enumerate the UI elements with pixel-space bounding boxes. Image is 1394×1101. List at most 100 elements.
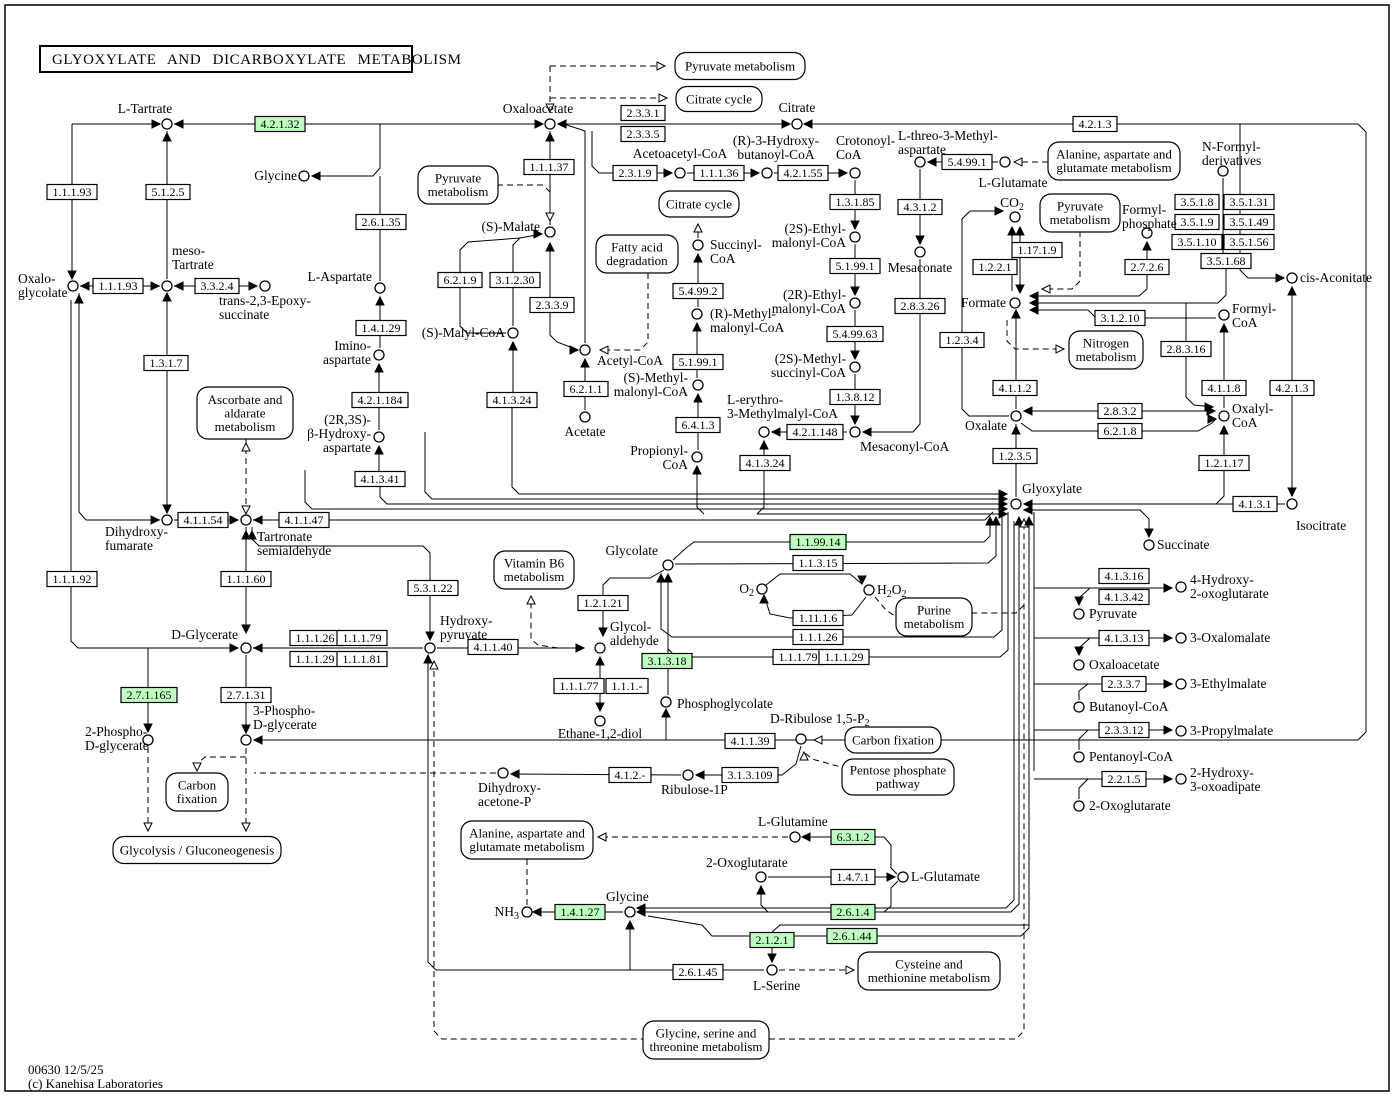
enzyme-box-1.3.8.12[interactable]	[829, 388, 881, 406]
pathway-link-citrate-cycle[interactable]	[675, 85, 763, 113]
metabolite-node-acetoacetyl-coa[interactable]	[674, 167, 686, 179]
metabolite-node-mesaconyl-coa[interactable]	[849, 426, 861, 438]
enzyme-box-3.5.1.49[interactable]	[1223, 213, 1275, 231]
enzyme-box-3.5.1.56[interactable]	[1223, 233, 1275, 251]
metabolite-node--s-malate[interactable]	[544, 226, 556, 238]
enzyme-box-3.5.1.31[interactable]	[1223, 193, 1275, 211]
enzyme-box-4.2.1.184[interactable]	[351, 391, 409, 409]
metabolite-node--2r-ethylmalonyl-coa[interactable]	[849, 297, 861, 309]
pathway-link-ascorbate-and-aldarate-metabolism[interactable]	[196, 386, 294, 440]
metabolite-node-co2[interactable]	[1009, 211, 1021, 223]
enzyme-box-2.8.3.2[interactable]	[1097, 402, 1143, 420]
enzyme-box-4.1.3.42[interactable]	[1098, 588, 1150, 606]
metabolite-node-2-oxoglutarate[interactable]	[1073, 800, 1085, 812]
pathway-link-carbon-fixation[interactable]	[844, 726, 942, 754]
pathway-link-fatty-acid-degradation[interactable]	[595, 234, 679, 274]
enzyme-box-1.4.1.29[interactable]	[355, 319, 407, 337]
enzyme-box-4.2.1.148[interactable]	[786, 423, 844, 441]
enzyme-box-2.3.3.1[interactable]	[620, 104, 666, 122]
metabolite-node-propionyl-coa[interactable]	[691, 451, 703, 463]
metabolite-node-succinate[interactable]	[1143, 539, 1155, 551]
enzyme-box-3.3.2.4[interactable]	[194, 277, 240, 295]
enzyme-box-2.3.3.7[interactable]	[1101, 675, 1147, 693]
metabolite-node-hydroxypyruvate[interactable]	[424, 642, 436, 654]
metabolite-node-meso-tartrate[interactable]	[161, 280, 173, 292]
metabolite-node-h2o2[interactable]	[863, 584, 875, 596]
enzyme-box-1.1.1.77[interactable]	[553, 677, 605, 695]
enzyme-box-5.1.99.1[interactable]	[829, 257, 881, 275]
metabolite-node-glycolate[interactable]	[662, 559, 674, 571]
metabolite-node-dihydroxyacetone-p[interactable]	[497, 767, 509, 779]
enzyme-box-3.1.3.109[interactable]	[721, 766, 779, 784]
metabolite-node-l-serine[interactable]	[766, 964, 778, 976]
enzyme-box-4.1.1.54[interactable]	[177, 511, 229, 529]
pathway-link-alanine-aspartate-and-glutamate-metabolism[interactable]	[460, 820, 594, 860]
enzyme-box-1.1.1.79[interactable]	[336, 629, 388, 647]
enzyme-box-5.3.1.22[interactable]	[407, 579, 459, 597]
enzyme-box-1.1.1.29[interactable]	[818, 648, 870, 666]
metabolite-node-formyl-coa[interactable]	[1218, 309, 1230, 321]
enzyme-box-1.3.1.85[interactable]	[829, 193, 881, 211]
metabolite-node--2s-methylsuccinyl-coa[interactable]	[849, 361, 861, 373]
metabolite-node--s-malyl-coa[interactable]	[507, 327, 519, 339]
enzyme-box-4.1.1.39[interactable]	[724, 732, 776, 750]
enzyme-box-1.1.1.26[interactable]	[792, 628, 844, 646]
metabolite-node-pyruvate[interactable]	[1073, 608, 1085, 620]
enzyme-box-1.11.1.6[interactable]	[792, 609, 844, 627]
enzyme-box-1.1.1.81[interactable]	[336, 650, 388, 668]
enzyme-box-3.1.3.18[interactable]	[641, 652, 693, 670]
enzyme-box-4.1.1.8[interactable]	[1201, 379, 1247, 397]
enzyme-box-4.1.3.16[interactable]	[1098, 567, 1150, 585]
pathway-link-pentose-phosphate-pathway[interactable]	[841, 758, 955, 796]
enzyme-box-1.1.1.60[interactable]	[220, 570, 272, 588]
pathway-link-pyruvate-metabolism[interactable]	[674, 51, 806, 81]
enzyme-box-4.1.1.40[interactable]	[467, 638, 519, 656]
enzyme-box-2.8.3.26[interactable]	[894, 297, 946, 315]
pathway-link-glycolysis-gluconeogenesis[interactable]	[112, 835, 282, 865]
enzyme-box-4.2.1.3[interactable]	[1072, 115, 1118, 133]
enzyme-box-2.2.1.5[interactable]	[1101, 770, 1147, 788]
enzyme-box-4.1.2.-[interactable]	[608, 766, 652, 784]
metabolite-node-l-erythro-3-methylmalyl-coa[interactable]	[758, 426, 770, 438]
enzyme-box-1.2.3.5[interactable]	[992, 447, 1038, 465]
metabolite-node--r-3-hydroxybutanoyl-coa[interactable]	[761, 167, 773, 179]
metabolite-node-citrate[interactable]	[791, 118, 803, 130]
enzyme-box-4.2.1.55[interactable]	[777, 164, 829, 182]
enzyme-box-4.1.1.47[interactable]	[278, 511, 330, 529]
metabolite-node-oxalyl-coa[interactable]	[1218, 410, 1230, 422]
enzyme-box-2.6.1.35[interactable]	[355, 213, 407, 231]
metabolite-node-l-glutamine[interactable]	[789, 831, 801, 843]
enzyme-box-4.1.3.24[interactable]	[739, 454, 791, 472]
metabolite-node-d-glycerate[interactable]	[240, 642, 252, 654]
metabolite-node-3-phospho-d-glycerate[interactable]	[240, 734, 252, 746]
enzyme-box-3.5.1.10[interactable]	[1171, 233, 1223, 251]
metabolite-node--r-methylmalonyl-coa[interactable]	[691, 308, 703, 320]
metabolite-node-l-aspartate[interactable]	[374, 282, 386, 294]
enzyme-box-5.4.99.63[interactable]	[826, 325, 884, 343]
metabolite-node-oxalate[interactable]	[1010, 410, 1022, 422]
metabolite-node-succinyl-coa[interactable]	[692, 239, 704, 251]
metabolite-node-d-ribulose-1-5-p2[interactable]	[795, 733, 807, 745]
metabolite-node-isocitrate[interactable]	[1286, 498, 1298, 510]
metabolite-node-crotonoyl-coa[interactable]	[849, 167, 861, 179]
metabolite-node-l-glutamate[interactable]	[897, 871, 909, 883]
metabolite-node-ethane-1-2-diol[interactable]	[594, 715, 606, 727]
metabolite-node--2s-ethylmalonyl-coa[interactable]	[849, 231, 861, 243]
enzyme-box-4.2.1.3[interactable]	[1269, 379, 1315, 397]
metabolite-node--2r-3s-beta-hydroxyaspartate[interactable]	[373, 431, 385, 443]
enzyme-box-3.5.1.68[interactable]	[1200, 252, 1252, 270]
enzyme-box-6.2.1.1[interactable]	[563, 380, 609, 398]
enzyme-box-2.6.1.4[interactable]	[830, 903, 876, 921]
enzyme-box-4.3.1.2[interactable]	[897, 198, 943, 216]
metabolite-node-cis-aconitate[interactable]	[1286, 272, 1298, 284]
enzyme-box-4.1.1.2[interactable]	[992, 379, 1038, 397]
metabolite-node-4-hydroxy-2-oxoglutarate[interactable]	[1175, 581, 1187, 593]
enzyme-box-2.3.1.9[interactable]	[612, 164, 658, 182]
pathway-link-vitamin-b6-metabolism[interactable]	[493, 550, 575, 590]
pathway-link-alanine-aspartate-and-glutamate-metabolism[interactable]	[1047, 141, 1181, 181]
enzyme-box-4.1.3.24[interactable]	[486, 391, 538, 409]
enzyme-box-3.5.1.9[interactable]	[1174, 213, 1220, 231]
enzyme-box-6.4.1.3[interactable]	[675, 416, 721, 434]
enzyme-box-1.2.1.21[interactable]	[577, 594, 629, 612]
metabolite-node-acetate[interactable]	[579, 411, 591, 423]
